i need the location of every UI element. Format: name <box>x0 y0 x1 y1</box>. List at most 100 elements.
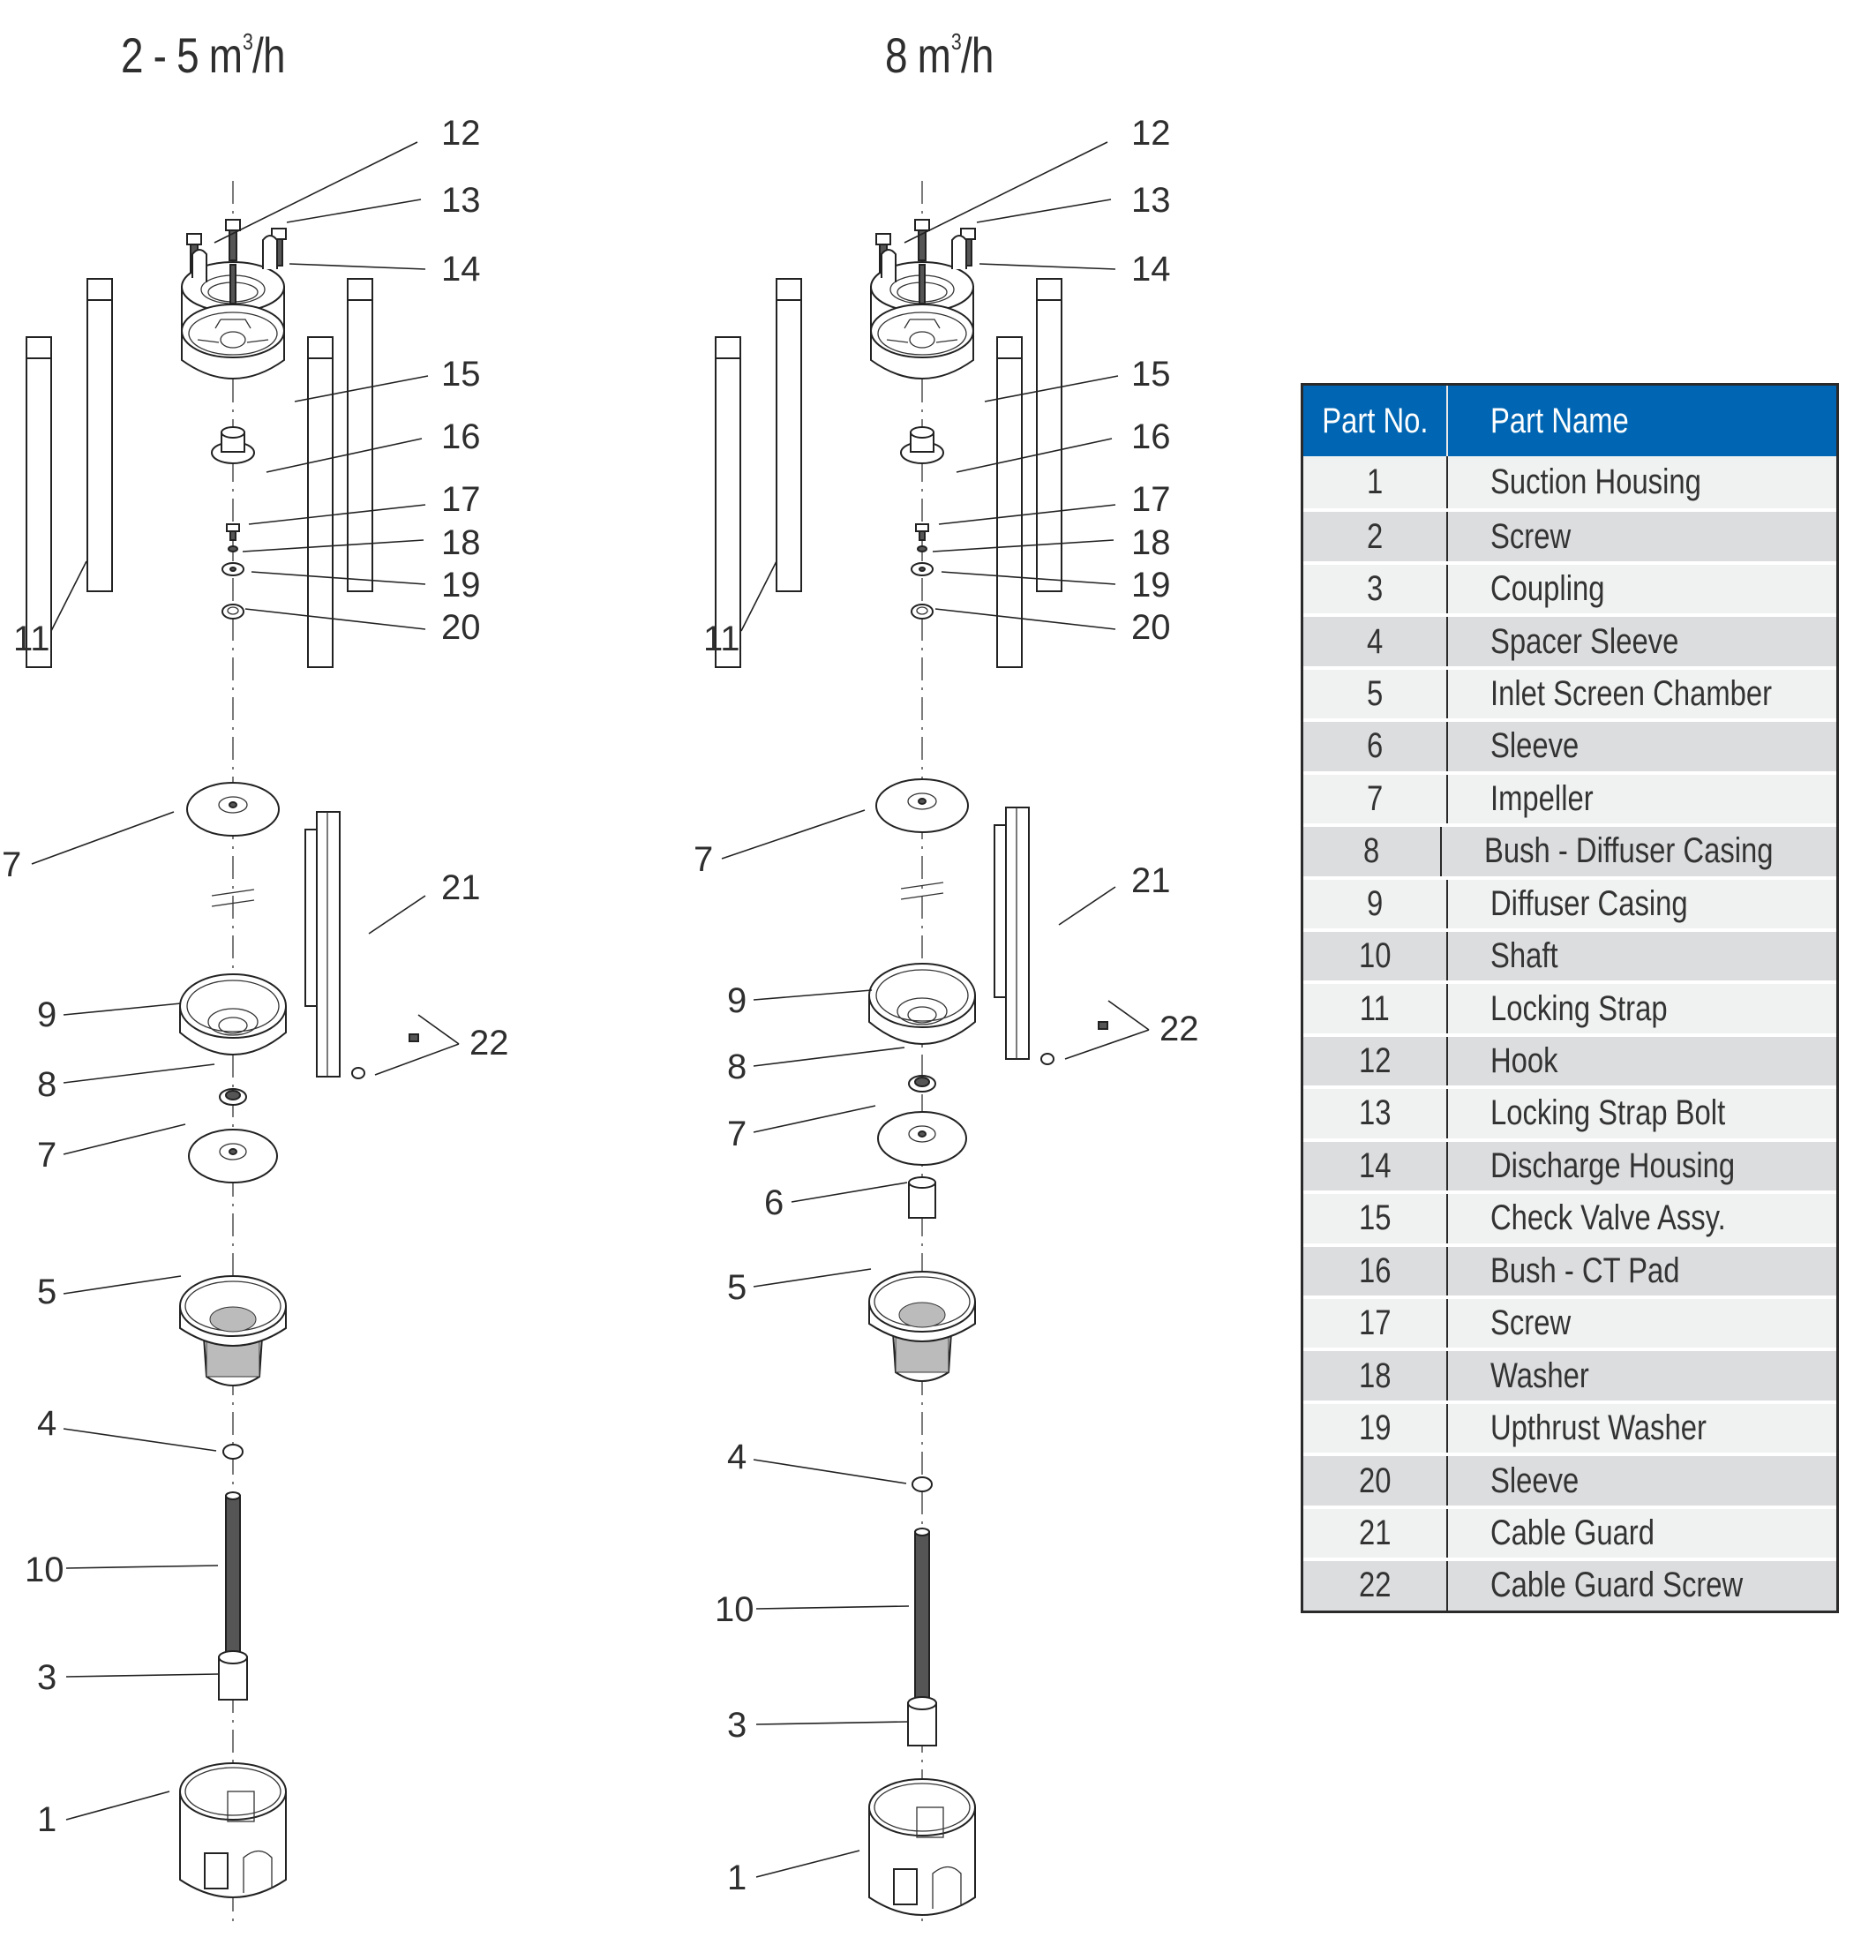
part-name: Suction Housing <box>1490 462 1701 502</box>
part-name-cell: Coupling <box>1448 565 1836 613</box>
cable-guard-screw-icon <box>351 1033 419 1079</box>
part-number-cell: 6 <box>1303 722 1448 771</box>
table-row: 18 Washer <box>1303 1348 1836 1401</box>
table-row: 11 Locking Strap <box>1303 980 1836 1033</box>
part-name-cell: Sleeve <box>1448 722 1836 770</box>
part-number: 18 <box>1358 1355 1392 1395</box>
part-name-cell: Screw <box>1448 512 1836 560</box>
part-name: Bush - CT Pad <box>1490 1250 1680 1290</box>
suction-housing-icon <box>868 1778 976 1916</box>
part-name-cell: Suction Housing <box>1448 456 1836 508</box>
callout-label: 22 <box>469 1024 509 1063</box>
part-number-cell: 21 <box>1303 1508 1448 1558</box>
part-name: Upthrust Washer <box>1490 1408 1707 1448</box>
part-number: 17 <box>1358 1303 1392 1343</box>
callout-label: 20 <box>1131 608 1171 647</box>
part-name: Check Valve Assy. <box>1490 1198 1726 1238</box>
part-number-cell: 12 <box>1303 1036 1448 1086</box>
parts-table-header: Part No. Part Name <box>1303 386 1836 456</box>
callout-label: 16 <box>441 417 481 456</box>
part-number: 15 <box>1358 1198 1392 1238</box>
diagram-8-m3h <box>715 180 1108 1925</box>
table-row: 20 Sleeve <box>1303 1453 1836 1506</box>
part-number-cell: 18 <box>1303 1351 1448 1401</box>
part-name: Cable Guard <box>1490 1513 1655 1552</box>
callout-label: 6 <box>764 1183 784 1222</box>
callout-label: 10 <box>715 1590 754 1629</box>
part-number-cell: 11 <box>1303 984 1448 1033</box>
part-number-cell: 14 <box>1303 1141 1448 1191</box>
table-row: 21 Cable Guard <box>1303 1505 1836 1558</box>
callout-label: 1 <box>37 1800 56 1839</box>
part-name-cell: Washer <box>1448 1351 1836 1400</box>
part-number: 10 <box>1358 936 1392 976</box>
shaft-icon <box>914 1528 930 1718</box>
part-name-cell: Screw <box>1448 1299 1836 1348</box>
part-name: Coupling <box>1490 569 1605 609</box>
part-number: 13 <box>1358 1093 1392 1133</box>
diffuser-casing-icon <box>179 973 287 1055</box>
part-name: Locking Strap <box>1490 988 1668 1028</box>
bush-diffuser-casing-icon <box>219 1088 247 1106</box>
cable-guard-screw-icon <box>1040 1021 1108 1065</box>
callout-label: 7 <box>37 1136 56 1175</box>
callout-label: 15 <box>1131 355 1171 394</box>
part-name: Sleeve <box>1490 726 1580 766</box>
callout-label: 11 <box>703 620 740 658</box>
part-number: 12 <box>1358 1041 1392 1081</box>
callout-label: 12 <box>1131 114 1171 153</box>
part-name-cell: Impeller <box>1448 775 1836 823</box>
callout-label: 13 <box>441 181 481 220</box>
callout-label: 9 <box>37 995 56 1034</box>
part-number-cell: 13 <box>1303 1089 1448 1138</box>
callout-label: 14 <box>441 250 481 289</box>
table-row: 15 Check Valve Assy. <box>1303 1190 1836 1243</box>
callout-label: 15 <box>441 355 481 394</box>
part-number-cell: 15 <box>1303 1194 1448 1243</box>
part-name: Bush - Diffuser Casing <box>1483 831 1774 871</box>
table-row: 22 Cable Guard Screw <box>1303 1558 1836 1611</box>
part-number-cell: 17 <box>1303 1299 1448 1348</box>
part-number: 3 <box>1366 569 1384 609</box>
part-number-cell: 16 <box>1303 1246 1448 1295</box>
callout-label: 21 <box>1131 861 1171 900</box>
part-name: Discharge Housing <box>1490 1145 1736 1185</box>
part-number-cell: 5 <box>1303 669 1448 719</box>
part-number: 22 <box>1358 1566 1392 1605</box>
part-number: 14 <box>1358 1145 1392 1185</box>
part-number: 20 <box>1358 1461 1392 1500</box>
column-header-part-no: Part No. <box>1303 386 1448 456</box>
table-row: 17 Screw <box>1303 1295 1836 1348</box>
coupling-icon <box>907 1696 937 1746</box>
header-text: Part Name <box>1490 401 1629 440</box>
table-row: 3 Coupling <box>1303 560 1836 614</box>
table-row: 10 Shaft <box>1303 927 1836 981</box>
callouts-left: 12 13 14 15 16 17 18 19 20 11 7 21 9 22 … <box>2 114 509 1839</box>
inlet-screen-chamber-icon <box>179 1275 287 1386</box>
callouts-right: 12 13 14 15 16 17 18 19 20 11 7 21 9 22 … <box>694 114 1199 1897</box>
callout-label: 17 <box>1131 480 1171 519</box>
callout-label: 7 <box>727 1115 747 1153</box>
callout-label: 20 <box>441 608 481 647</box>
part-name: Sleeve <box>1490 1461 1580 1500</box>
title-unit: /h <box>252 27 285 83</box>
part-number-cell: 9 <box>1303 879 1448 928</box>
part-name-cell: Diffuser Casing <box>1448 880 1836 928</box>
part-name: Cable Guard Screw <box>1490 1566 1744 1605</box>
part-name: Diffuser Casing <box>1490 883 1688 923</box>
callout-label: 22 <box>1159 1010 1199 1048</box>
part-name-cell: Bush - CT Pad <box>1448 1247 1836 1295</box>
break-mark <box>211 889 255 897</box>
callout-label: 19 <box>1131 566 1171 605</box>
part-name-cell: Shaft <box>1448 932 1836 980</box>
impeller-icon <box>877 1111 967 1166</box>
title-text: 8 m <box>885 27 951 83</box>
